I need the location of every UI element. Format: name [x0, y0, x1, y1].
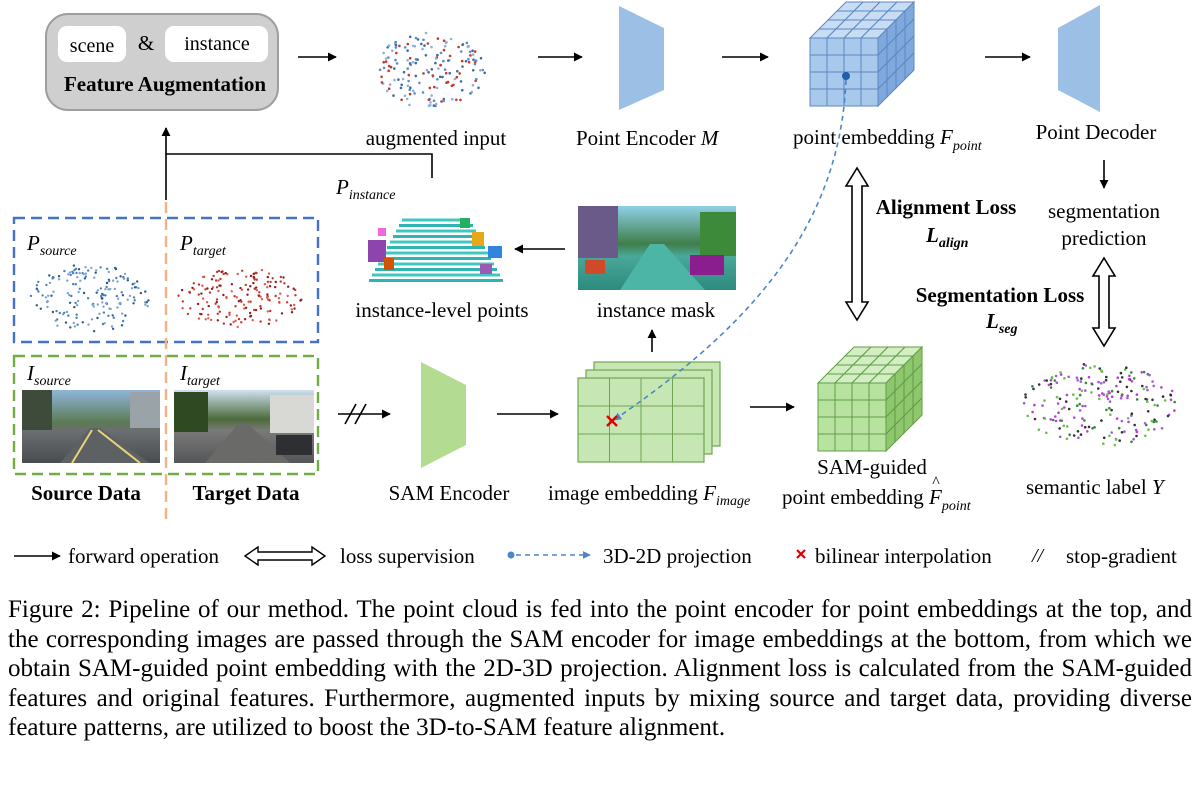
instance-level-point-cloud	[368, 218, 503, 282]
augmented-input-point-cloud	[378, 31, 487, 108]
arrow-instance-to-augmentation	[161, 127, 433, 178]
p-instance-label: Pinstance	[335, 175, 395, 203]
legend-stopgrad-label: stop-gradient	[1066, 544, 1177, 568]
i-source-label: Isource	[26, 361, 71, 389]
p-source-label: Psource	[26, 231, 77, 259]
segmentation-loss-label: Segmentation Loss	[916, 283, 1085, 307]
pipeline-figure: scene & instance Feature Augmentation au…	[12, 0, 1177, 568]
target-point-cloud	[177, 268, 303, 329]
point-decoder-shape	[1058, 5, 1100, 112]
legend-projection-label: 3D-2D projection	[603, 544, 752, 568]
point-decoder-label: Point Decoder	[1036, 120, 1157, 144]
segmentation-prediction-line2: prediction	[1061, 226, 1147, 250]
p-target-label: Ptarget	[179, 231, 227, 259]
alignment-loss-label: Alignment Loss	[876, 195, 1017, 219]
source-image	[22, 390, 160, 464]
source-data-label: Source Data	[31, 481, 141, 505]
bilinear-cross-mark	[606, 415, 618, 427]
instance-mask-image	[578, 206, 736, 290]
legend-stopgrad-mark: //	[1031, 545, 1046, 567]
augmented-input-label: augmented input	[366, 126, 507, 150]
hat-mark: ^	[932, 474, 940, 491]
legend-cross-mark	[796, 549, 806, 559]
image-embedding-label: image embedding Fimage	[548, 481, 750, 509]
semantic-label-text: semantic label Y	[1026, 475, 1166, 499]
segmentation-loss-symbol: Lseg	[985, 309, 1018, 337]
aug-instance-label: instance	[184, 33, 250, 55]
target-data-label: Target Data	[192, 481, 300, 505]
segmentation-prediction-line1: segmentation	[1048, 199, 1160, 223]
sam-encoder-shape	[421, 362, 466, 468]
aug-ampersand: &	[138, 31, 154, 55]
legend-loss-label: loss supervision	[340, 544, 475, 568]
point-encoder-shape	[619, 6, 664, 110]
image-frame	[12, 354, 320, 476]
stop-gradient-mark-1	[344, 403, 357, 425]
source-point-cloud	[29, 264, 150, 333]
segmentation-loss-double-arrow	[1091, 256, 1117, 348]
alignment-loss-double-arrow	[844, 166, 870, 322]
legend-loss-arrow	[243, 545, 327, 567]
alignment-loss-symbol: Lalign	[925, 223, 969, 251]
sam-guided-label: SAM-guided	[817, 455, 927, 479]
point-embedding-label: point embedding Fpoint	[793, 125, 983, 154]
sam-guided-embedding-label: point embedding Fpoint	[782, 485, 972, 514]
legend-bilinear-label: bilinear interpolation	[815, 544, 992, 568]
semantic-label-point-cloud	[1022, 363, 1176, 447]
point-embedding-cube	[808, 0, 916, 108]
stop-gradient-mark-2	[354, 403, 367, 425]
point-encoder-label: Point Encoder M	[576, 126, 720, 150]
aug-scene-label: scene	[70, 35, 115, 57]
feature-augmentation-title: Feature Augmentation	[64, 72, 266, 96]
target-image	[174, 390, 314, 463]
legend-forward-label: forward operation	[68, 544, 220, 568]
instance-mask-label: instance mask	[597, 298, 716, 322]
image-embedding-grid	[577, 361, 721, 463]
projection-curve	[613, 79, 847, 421]
instance-level-points-label: instance-level points	[355, 298, 528, 322]
legend: forward operation loss supervision 3D-2D…	[14, 544, 1177, 568]
feature-augmentation-box: scene & instance Feature Augmentation	[45, 13, 279, 111]
i-target-label: Itarget	[179, 361, 221, 389]
legend-projection-dot	[507, 551, 515, 559]
sam-guided-embedding-cube	[816, 345, 924, 453]
sam-encoder-label: SAM Encoder	[389, 481, 510, 505]
figure-caption: Figure 2: Pipeline of our method. The po…	[8, 596, 1192, 742]
projection-origin-dot	[842, 72, 850, 80]
